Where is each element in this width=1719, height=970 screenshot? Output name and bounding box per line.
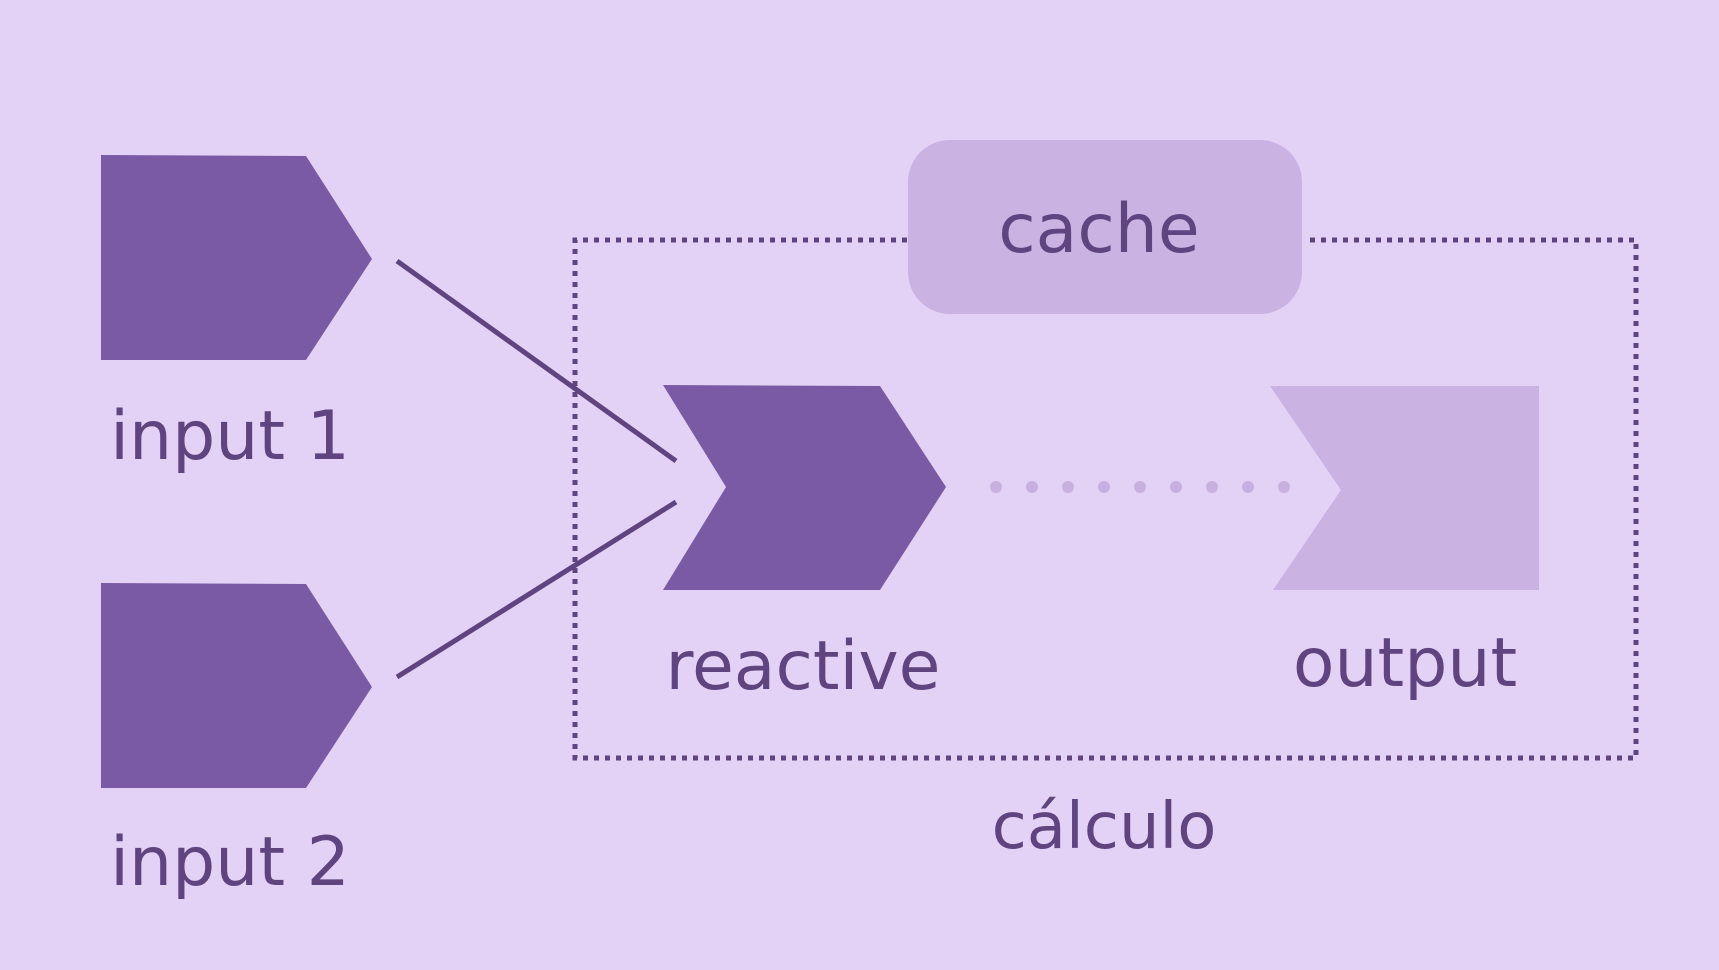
path-dot [990, 481, 1002, 493]
path-dot [1098, 481, 1110, 493]
input1-node: input 1 [101, 155, 372, 476]
edge-input2-reactive [395, 499, 678, 680]
output-shape [1270, 386, 1539, 590]
calculo-group-border [572, 237, 1639, 761]
path-dot [1242, 481, 1254, 493]
path-dot [1170, 481, 1182, 493]
input2-label: input 2 [110, 823, 350, 902]
edge-input1-reactive [395, 258, 678, 464]
calculo-group-label: cálculo [992, 790, 1217, 864]
cache-label: cache [998, 190, 1199, 269]
path-dot [1278, 481, 1290, 493]
reactive-shape [663, 385, 946, 590]
input2-shape [101, 583, 372, 788]
cache-node: cache [908, 140, 1302, 314]
output-label: output [1293, 624, 1517, 703]
input1-label: input 1 [110, 397, 350, 476]
path-dot [1026, 481, 1038, 493]
path-dot [1062, 481, 1074, 493]
edges [395, 258, 678, 680]
edge-reactive-output [990, 481, 1290, 493]
input2-node: input 2 [101, 583, 372, 902]
reactive-label: reactive [666, 627, 941, 706]
path-dot [1206, 481, 1218, 493]
calculo-group: cálculo [572, 237, 1639, 864]
cache-box [908, 140, 1302, 314]
path-dot [1134, 481, 1146, 493]
output-node: output [1270, 386, 1539, 703]
input1-shape [101, 155, 372, 360]
reactive-node: reactive [663, 385, 946, 706]
